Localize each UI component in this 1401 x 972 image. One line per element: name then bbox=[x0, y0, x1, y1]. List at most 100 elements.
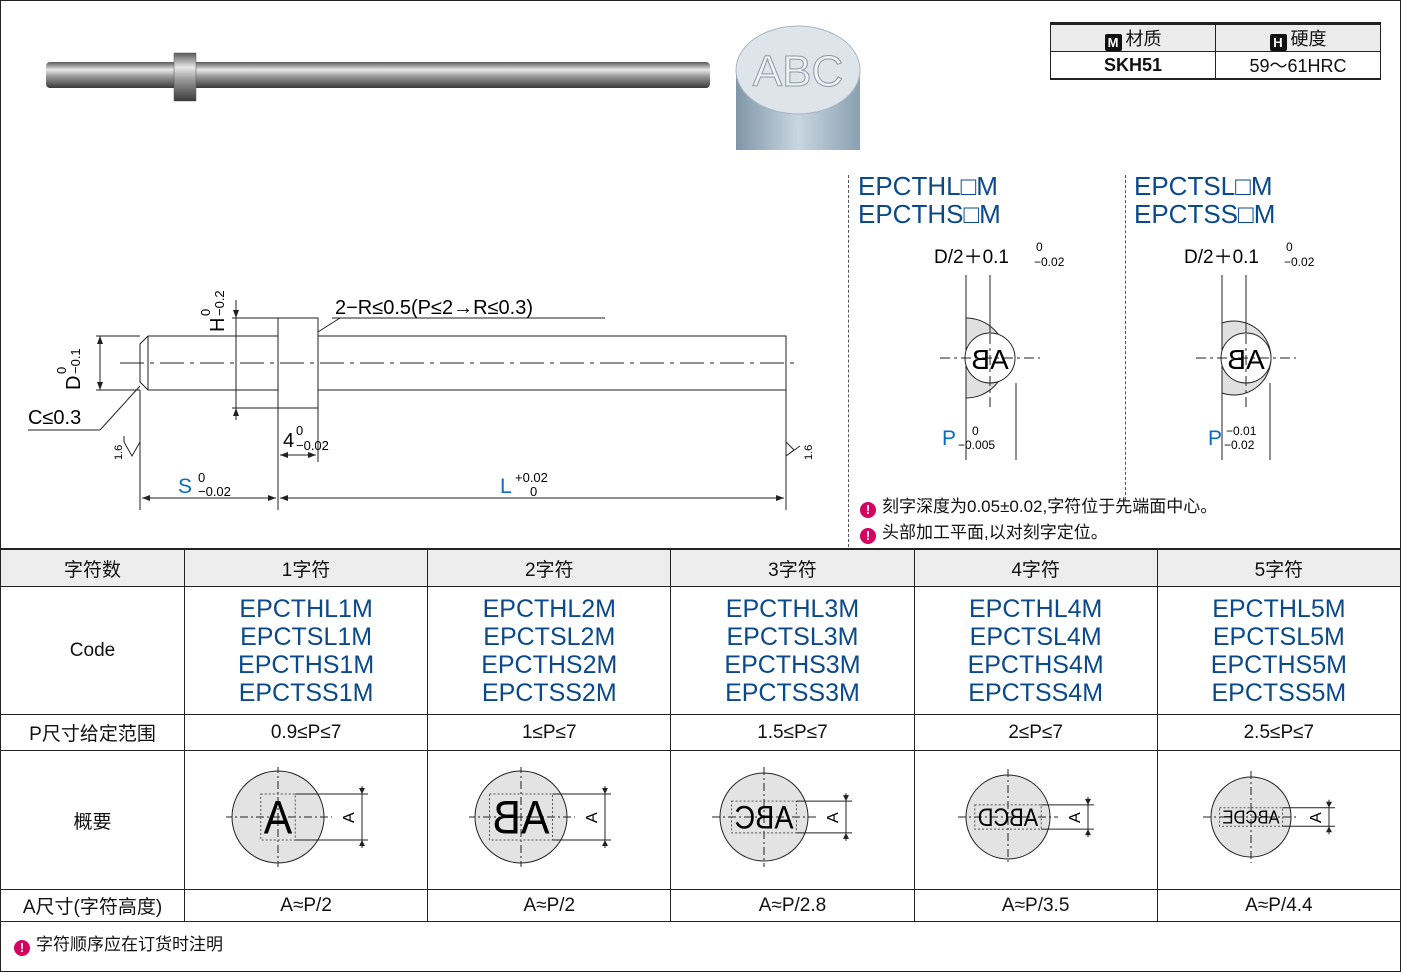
l-label: L bbox=[500, 475, 512, 498]
sketch-glyph: ABCD bbox=[977, 805, 1037, 832]
material-badge-icon: M bbox=[1104, 34, 1122, 51]
svg-text:−0.005: −0.005 bbox=[958, 438, 995, 452]
prange-row-label: P尺寸给定范围 bbox=[0, 714, 185, 751]
svg-text:−0.01: −0.01 bbox=[1226, 424, 1257, 438]
a-size-row-label: A尺寸(字符高度) bbox=[0, 889, 185, 922]
chamfer-note: C≤0.3 bbox=[28, 407, 81, 429]
note-engraving-depth: !刻字深度为0.05±0.02,字符位于先端面中心。 bbox=[860, 492, 1217, 518]
sketch-a-label: A bbox=[341, 812, 358, 823]
svg-text:D/2＋0.1: D/2＋0.1 bbox=[934, 247, 1009, 268]
warning-icon: ! bbox=[14, 940, 30, 956]
svg-text:0: 0 bbox=[54, 367, 69, 374]
sketch-glyph: ABC bbox=[735, 799, 794, 835]
header-4char: 4字符 bbox=[913, 548, 1158, 587]
sketch-a-label: A bbox=[584, 812, 601, 823]
note-flat-head: !头部加工平面,以对刻字定位。 bbox=[860, 518, 1108, 544]
svg-text:0: 0 bbox=[198, 309, 213, 316]
head-type-sketches: D/2＋0.1 0 −0.02 AB P 0 −0.005 D/2＋0.1 0 … bbox=[934, 240, 1315, 460]
a-size-cell: A≈P/2 bbox=[427, 889, 672, 922]
svg-text:−0.02: −0.02 bbox=[296, 438, 329, 453]
svg-text:+0.02: +0.02 bbox=[515, 470, 548, 485]
divider-right bbox=[1125, 175, 1126, 500]
svg-text:0: 0 bbox=[296, 423, 303, 438]
warning-icon: ! bbox=[860, 502, 876, 518]
svg-text:0: 0 bbox=[530, 484, 537, 499]
header-5char: 5字符 bbox=[1156, 548, 1401, 587]
hardness-value: 59～61HRC bbox=[1215, 51, 1381, 80]
sketch-cell: ABC A bbox=[670, 750, 915, 890]
prange-cell: 0.9≤P≤7 bbox=[183, 714, 429, 751]
engraved-tip-photo: ABC bbox=[735, 25, 861, 150]
sketch-diagram: ABCDE A bbox=[1202, 771, 1335, 863]
roughness-right: 1.6 bbox=[803, 445, 815, 460]
svg-text:D/2＋0.1: D/2＋0.1 bbox=[1184, 247, 1259, 268]
svg-text:AB: AB bbox=[1227, 344, 1264, 375]
a-size-cell: A≈P/3.5 bbox=[913, 889, 1158, 922]
sketch-glyph: A bbox=[263, 792, 292, 844]
prange-cell: 1≤P≤7 bbox=[427, 714, 672, 751]
sketch-cell: ABCDE A bbox=[1156, 750, 1401, 890]
svg-text:P: P bbox=[1208, 427, 1222, 450]
warning-icon: ! bbox=[860, 528, 876, 544]
header-2char: 2字符 bbox=[427, 548, 672, 587]
hardness-badge-icon: H bbox=[1269, 34, 1287, 51]
svg-text:P: P bbox=[942, 427, 956, 450]
engraving-text: ABC bbox=[753, 47, 843, 96]
roughness-left: 1.6 bbox=[113, 445, 125, 460]
sketch-glyph: ABCDE bbox=[1222, 807, 1279, 828]
radius-note: 2−R≤0.5(P≤2→R≤0.3) bbox=[335, 297, 533, 319]
pin-drawing: 2−R≤0.5(P≤2→R≤0.3) C≤0.3 D 0 −0.1 H 0 −0… bbox=[28, 290, 815, 510]
svg-text:−0.2: −0.2 bbox=[212, 290, 227, 316]
svg-text:0: 0 bbox=[1286, 240, 1293, 254]
sketch-cell: ABCD A bbox=[913, 750, 1158, 890]
a-size-cell: A≈P/4.4 bbox=[1156, 889, 1401, 922]
header-3char: 3字符 bbox=[670, 548, 915, 587]
prange-cell: 1.5≤P≤7 bbox=[670, 714, 915, 751]
s-label: S bbox=[178, 475, 192, 498]
pin-photo bbox=[46, 52, 710, 102]
sketch-row-label: 概要 bbox=[0, 750, 185, 890]
sketch-diagram: ABC A bbox=[712, 767, 853, 867]
header-1char: 1字符 bbox=[183, 548, 429, 587]
divider-left bbox=[848, 175, 849, 547]
head-length-label: 4 bbox=[283, 430, 294, 452]
head-type-right-codes: EPCTSL□M EPCTSS□M bbox=[1134, 171, 1276, 229]
svg-text:−0.1: −0.1 bbox=[68, 348, 83, 374]
svg-text:−0.02: −0.02 bbox=[1224, 438, 1255, 452]
sketch-cell: AB A bbox=[427, 750, 672, 890]
header-char-count: 字符数 bbox=[0, 548, 185, 587]
d-label: D bbox=[63, 376, 85, 390]
sketch-a-label: A bbox=[825, 812, 842, 823]
material-value: SKH51 bbox=[1050, 51, 1216, 80]
code-row-label: Code bbox=[0, 586, 185, 715]
sketch-a-label: A bbox=[1308, 812, 1325, 823]
sketch-diagram: AB A bbox=[467, 765, 612, 869]
sketch-glyph: AB bbox=[493, 792, 550, 844]
svg-text:AB: AB bbox=[971, 344, 1008, 375]
svg-text:−0.02: −0.02 bbox=[1284, 255, 1315, 269]
svg-text:0: 0 bbox=[1036, 240, 1043, 254]
head-type-left-codes: EPCTHL□M EPCTHS□M bbox=[858, 171, 1001, 229]
sketch-diagram: ABCD A bbox=[957, 769, 1094, 865]
a-size-cell: A≈P/2.8 bbox=[670, 889, 915, 922]
sketch-a-label: A bbox=[1067, 812, 1084, 823]
footer-note: !字符顺序应在订货时注明 bbox=[14, 930, 223, 956]
svg-text:−0.02: −0.02 bbox=[1034, 255, 1065, 269]
prange-cell: 2≤P≤7 bbox=[913, 714, 1158, 751]
svg-text:−0.02: −0.02 bbox=[198, 484, 231, 499]
svg-text:0: 0 bbox=[198, 470, 205, 485]
a-size-cell: A≈P/2 bbox=[183, 889, 429, 922]
prange-cell: 2.5≤P≤7 bbox=[1156, 714, 1401, 751]
svg-text:0: 0 bbox=[972, 424, 979, 438]
